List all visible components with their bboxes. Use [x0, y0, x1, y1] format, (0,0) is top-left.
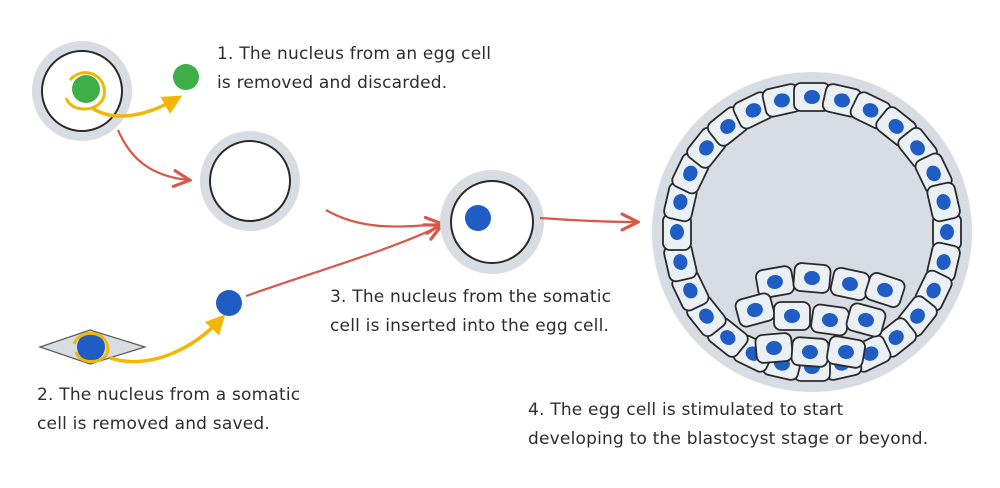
step-4-line-2: developing to the blastocyst stage or be…	[528, 429, 929, 449]
process-arrow-icon	[325, 209, 440, 227]
trophoblast-cell	[793, 82, 831, 112]
step-4-line-1: 4. The egg cell is stimulated to start	[528, 400, 844, 420]
pipette-loop-icon	[72, 331, 110, 363]
step-2-caption: 2. The nucleus from a somatic cell is re…	[37, 381, 300, 439]
inner-cell-mass-cell	[826, 335, 866, 369]
trophoblast-cell	[875, 106, 918, 147]
pipette-loop-icon	[64, 71, 106, 111]
step-3-line-2: cell is inserted into the egg cell.	[330, 316, 610, 336]
step-1-caption: 1. The nucleus from an egg cell is remov…	[217, 40, 491, 98]
step-3-caption: 3. The nucleus from the somatic cell is …	[330, 283, 611, 341]
inner-cell-mass-cell	[734, 292, 776, 328]
step-4-caption: 4. The egg cell is stimulated to start d…	[528, 396, 928, 454]
inner-cell-mass-cell	[755, 265, 795, 299]
inner-cell-mass-cell	[773, 301, 811, 331]
step-2-line-1: 2. The nucleus from a somatic	[37, 385, 301, 405]
inner-cell-mass-cell	[864, 272, 906, 308]
step-4-number: 4.	[528, 400, 545, 420]
trophoblast-cell	[663, 241, 698, 283]
egg-cell-original	[32, 41, 132, 141]
inner-cell-mass-cell	[792, 262, 832, 294]
step-1-number: 1.	[217, 44, 234, 64]
step-2-number: 2.	[37, 385, 54, 405]
trophoblast-cell	[932, 213, 962, 251]
process-arrow-icon	[116, 129, 188, 180]
egg-cell-enucleated	[200, 131, 300, 231]
trophoblast-cell	[821, 83, 863, 118]
somatic-cell	[38, 329, 148, 365]
inner-cell-mass-cell	[845, 302, 887, 338]
egg-cell-reconstructed	[440, 170, 544, 274]
pipette-arrow-icon	[91, 95, 183, 118]
process-arrow-icon	[245, 226, 440, 298]
process-arrow-icon	[539, 218, 636, 222]
step-1-line-1: 1. The nucleus from an egg cell	[217, 44, 492, 64]
inner-cell-mass-cell	[810, 303, 850, 337]
step-3-number: 3.	[330, 287, 347, 307]
egg-nucleus-in-cell	[72, 75, 100, 103]
step-1-line-2: is removed and discarded.	[217, 73, 448, 93]
somatic-nucleus-saved	[216, 290, 242, 316]
inner-cell-mass-cell	[790, 336, 830, 368]
trophoblast-cell	[926, 181, 961, 223]
blastocyst-cells	[662, 82, 962, 382]
step-3-line-1: 3. The nucleus from the somatic	[330, 287, 612, 307]
step-2-line-2: cell is removed and saved.	[37, 414, 270, 434]
blastocyst	[652, 72, 972, 392]
pipette-arrow-icon	[109, 314, 226, 364]
inner-cell-mass-cell	[754, 332, 794, 364]
egg-nucleus-discarded	[173, 64, 199, 90]
